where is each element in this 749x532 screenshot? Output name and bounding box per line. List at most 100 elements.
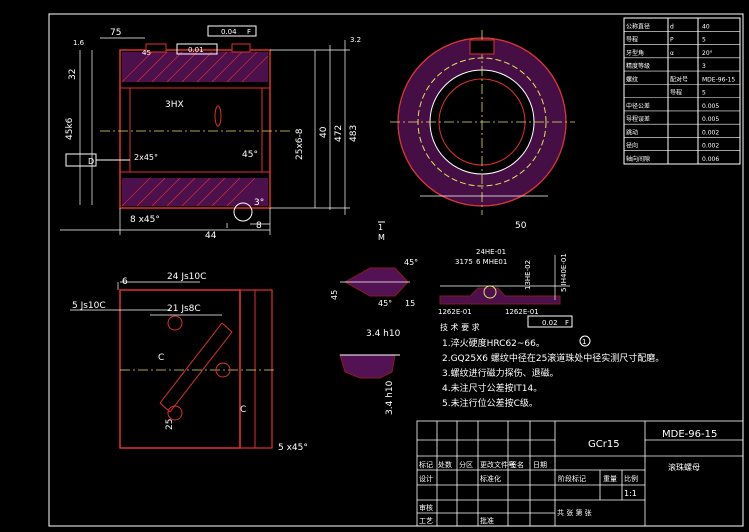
tb-h1: 处数 (438, 460, 452, 469)
tb-review: 审核 (419, 503, 433, 512)
dim-3deg: 3° (254, 198, 264, 208)
note-item: 3.螺纹进行磁力探伤、退磁。 (442, 367, 559, 379)
dim-thread: 25x6-8 (295, 128, 305, 160)
note-item: 5.未注行位公差按C级。 (442, 397, 538, 409)
tb-sheet: 共 张 第 张 (557, 508, 592, 517)
dim-45k6: 45k6 (65, 117, 75, 140)
param-cell: 径向 (626, 142, 638, 150)
title-block-text: GCr15 MDE-96-15 滚珠螺母 标记 处数 分区 更改文件号 签名 日… (419, 429, 717, 525)
tb-h2: 分区 (459, 460, 473, 469)
dim-45deg: 45° (242, 150, 258, 160)
thread-datum: F (565, 319, 569, 327)
param-cell: 3 (702, 63, 706, 70)
flatness-value: 0.01 (188, 46, 204, 54)
dim-40: 40 (319, 126, 329, 138)
param-cell: 跳动 (626, 128, 638, 136)
dim-5: 5 Js10C (72, 301, 106, 311)
thread-tol: 0.02 (542, 319, 558, 327)
param-cell: 导程 (670, 89, 682, 97)
param-cell: 中径公差 (626, 102, 650, 110)
tb-stage: 阶段标记 (558, 474, 586, 483)
groove-dim-45deg-a: 45° (404, 258, 418, 267)
end-view-dim: 50 (515, 221, 527, 231)
groove-labels: 1 M 45 45° 15 45° 3.4 h10 3.4 h10 (330, 223, 418, 415)
datum-d: D (88, 157, 94, 166)
param-cell: 20° (702, 50, 713, 57)
groove-dim-15: 15 (405, 299, 415, 308)
end-view (390, 30, 575, 215)
notes-title: 技 术 要 求 (440, 322, 480, 332)
param-cell: MDE-96-15 (702, 76, 735, 83)
tb-process: 工艺 (419, 517, 433, 525)
tb-scale: 1:1 (624, 489, 637, 498)
lower-view-labels: 6 24 Js10C 5 Js10C 21 Js8C 25 5 x45° C C (72, 272, 308, 453)
tb-design: 设计 (419, 474, 433, 483)
thread-labels: 3175 24HE-01 6 MHE01 13HE-02 5 IH40E-01 … (438, 248, 586, 346)
tb-h4: 签名 (510, 460, 524, 469)
section-view-labels: 75 45 32 45k6 3HX 25x6-8 40 472 483 45° … (65, 28, 361, 241)
thread-dim-1262-b: 1262E-01 (505, 308, 539, 316)
dim-472: 472 (334, 125, 344, 142)
param-cell: 轴向间隙 (626, 155, 650, 163)
tb-h0: 标记 (419, 460, 433, 469)
tb-h3: 更改文件号 (480, 460, 515, 469)
dim-483: 483 (349, 125, 359, 142)
part-name: 滚珠螺母 (668, 462, 700, 472)
runout-value: 0.04 (221, 28, 237, 36)
param-cell: 0.002 (702, 143, 719, 150)
dim-32: 32 (68, 69, 78, 80)
param-cell: 0.006 (702, 156, 719, 163)
param-cell: 5 (702, 90, 706, 97)
material: GCr15 (588, 439, 620, 450)
chamfer-a: 2x45° (134, 153, 158, 162)
param-cell: 导程误差 (626, 115, 650, 123)
param-cell: 导程 (626, 36, 638, 44)
groove-detail-top (340, 221, 410, 297)
dim-3hx: 3HX (165, 100, 184, 110)
drawing-border (48, 13, 744, 527)
param-cell: 牙型角 (626, 49, 644, 57)
dim-21: 21 Js8C (167, 304, 201, 314)
section-view (60, 25, 350, 235)
dim-75: 75 (110, 28, 121, 38)
title-block (416, 420, 744, 527)
lower-view (70, 281, 275, 449)
tb-standard: 标准化 (480, 474, 501, 483)
param-cell: 精度等级 (626, 62, 650, 70)
dim-44: 44 (205, 231, 217, 241)
param-cell: 螺纹 (626, 75, 638, 83)
param-cell: 40 (702, 23, 710, 30)
param-cell: 0.005 (702, 116, 719, 123)
thread-detail (439, 255, 591, 347)
balloon-1: 1 (582, 338, 586, 346)
tb-h5: 日期 (533, 461, 547, 469)
param-cell: 0.002 (702, 129, 719, 136)
groove-mark-1: 1 (378, 223, 383, 232)
param-cell: 0.005 (702, 103, 719, 110)
groove-dim-34-b: 3.4 h10 (385, 380, 395, 415)
thread-dim-13: 13HE-02 (524, 260, 532, 290)
roughness-1: 1.6 (73, 39, 85, 47)
tb-weight: 重量 (603, 475, 617, 483)
groove-mark-m: M (378, 233, 385, 242)
dim-8: 8 (256, 221, 262, 231)
dim-chamfer: 8 x45° (130, 215, 160, 225)
roughness-2: 3.2 (350, 36, 361, 44)
param-cell: P (670, 37, 674, 44)
mark-c2: C (240, 405, 246, 415)
tb-scale-label: 比例 (624, 474, 638, 483)
groove-dim-34-a: 3.4 h10 (366, 329, 401, 339)
dim-chamfer-5: 5 x45° (278, 443, 308, 453)
param-cell: α (670, 50, 674, 57)
groove-detail-bottom (339, 354, 400, 379)
dim-25: 25 (165, 419, 175, 430)
thread-dim-6: 6 MHE01 (476, 258, 507, 266)
datum-f: F (247, 28, 251, 36)
param-cell: 配对号 (670, 75, 688, 83)
note-item: 1.淬火硬度HRC62~66。 (442, 337, 545, 349)
thread-dim-3175: 3175 (455, 258, 473, 266)
thread-dim-5: 5 IH40E-01 (560, 253, 568, 292)
groove-dim-45: 45 (330, 290, 339, 300)
note-item: 4.未注尺寸公差按IT14。 (442, 382, 542, 394)
tech-notes: 技 术 要 求 1.淬火硬度HRC62~66。2.GQ25X6 螺纹中径在25滚… (440, 322, 664, 409)
